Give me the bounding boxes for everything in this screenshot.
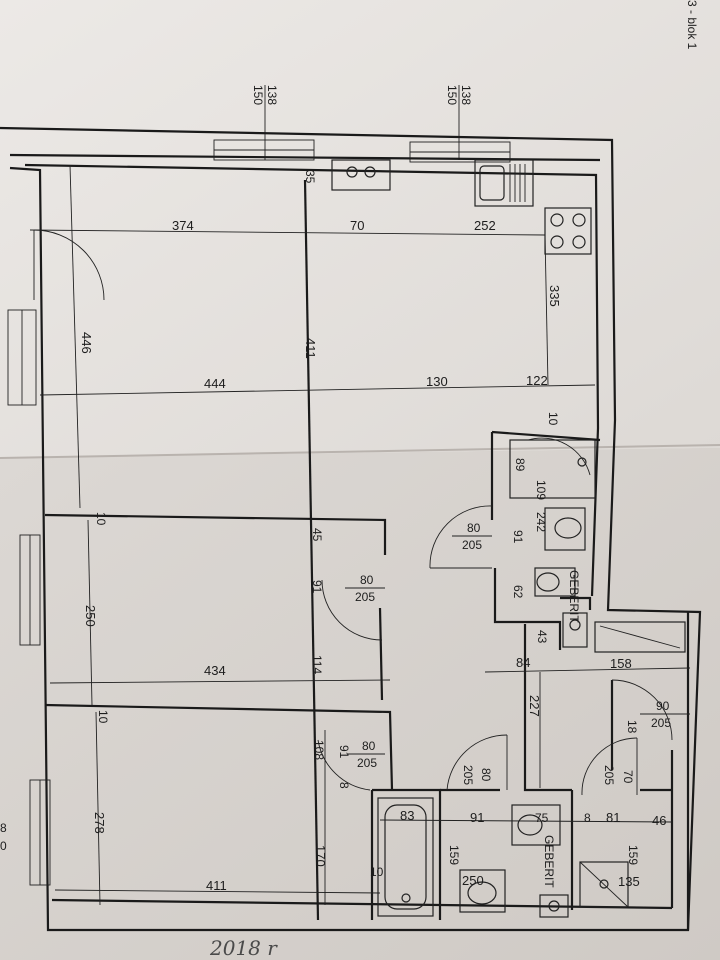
dim-122: 122 (526, 373, 548, 388)
boiler-unit (331, 159, 391, 191)
dim-135: 135 (618, 874, 640, 889)
dim-91-hall: 91 (511, 530, 525, 544)
small-fixture (562, 612, 588, 648)
window-left-1 (7, 309, 37, 406)
dim-252: 252 (474, 218, 496, 233)
interior-walls (44, 179, 672, 921)
dim-411-vertical: 411 (303, 338, 318, 359)
door-label-3: 80 205 (348, 739, 385, 770)
dim-130: 130 (426, 374, 448, 389)
paper-fold (0, 444, 720, 459)
dim-84: 84 (516, 655, 530, 670)
dim-8-bath: 8 (584, 811, 591, 825)
dim-35: 35 (303, 170, 317, 184)
dim-70-lower: 70 (621, 770, 635, 784)
dim-158: 158 (610, 656, 632, 671)
door-label-2: 80 205 (345, 573, 385, 604)
door-1-width: 80 (467, 521, 481, 535)
kitchen-sink (474, 159, 534, 207)
dim-250-left: 250 (83, 605, 98, 627)
door-5-height: 205 (602, 765, 616, 785)
geberit-label-upper: GEBERIT (567, 570, 581, 623)
door-label-1: 80 205 (452, 521, 492, 552)
dim-227: 227 (527, 695, 542, 717)
dim-242: 242 (534, 512, 548, 532)
dim-170: 170 (313, 845, 328, 867)
dim-374: 374 (172, 218, 194, 233)
dim-45: 45 (310, 528, 324, 542)
window-top-right (409, 141, 511, 163)
door-label-5: 205 80 (602, 765, 616, 785)
door-label-4: 80 205 (461, 765, 493, 785)
door-6-width: 90 (656, 699, 670, 713)
dim-159-bath: 159 (447, 845, 461, 865)
dim-62: 62 (511, 585, 525, 599)
dim-10-left: 10 (94, 512, 108, 526)
dim-446: 446 (79, 332, 94, 354)
dimension-lines (29, 164, 691, 906)
toilet-upper (534, 567, 576, 597)
dim-8-lower: 8 (337, 782, 351, 789)
geberit-label-lower: GEBERIT (542, 835, 556, 888)
handwritten-note: 2018 r (209, 936, 278, 960)
marker-2-bottom: 150 (445, 85, 459, 105)
washbasin-upper (544, 507, 586, 551)
door-1-height: 205 (462, 538, 482, 552)
dim-43: 43 (535, 630, 549, 644)
window-top-left (213, 139, 315, 161)
door-2-height: 205 (355, 590, 375, 604)
dim-91-lower: 91 (337, 745, 351, 759)
sheet-header: 3 - blok 1 (685, 0, 699, 50)
dim-91-mid: 91 (310, 580, 324, 594)
shower-lower (579, 861, 629, 908)
dim-335: 335 (547, 285, 562, 307)
bathtub (377, 797, 434, 917)
dim-89: 89 (513, 458, 527, 472)
marker-2-top: 138 (459, 85, 473, 105)
outer-walls (0, 126, 702, 932)
storage-unit (594, 621, 686, 653)
cooktop (544, 207, 592, 255)
window-left-2 (19, 534, 41, 646)
marker-1-top: 138 (265, 85, 279, 105)
paper-sheet-top (0, 0, 720, 458)
dim-108: 108 (312, 740, 326, 760)
dim-411-horizontal: 411 (206, 878, 227, 893)
door-label-6: 90 205 (640, 699, 690, 730)
door-3-width: 80 (362, 739, 376, 753)
dim-10-bath: 10 (370, 865, 384, 879)
dim-444: 444 (204, 376, 226, 391)
window-left-3 (29, 779, 51, 886)
washer-unit (539, 894, 569, 918)
dim-278: 278 (92, 812, 107, 834)
door-3-height: 205 (357, 756, 377, 770)
dim-91-bath: 91 (470, 810, 484, 825)
door-2-width: 80 (360, 573, 374, 587)
left-edge-0: 0 (0, 839, 7, 853)
door-4-height: 205 (461, 765, 475, 785)
dim-114: 114 (310, 655, 324, 674)
dim-109: 109 (534, 480, 548, 500)
door-swings (317, 437, 673, 796)
dim-81: 81 (606, 810, 620, 825)
dim-70: 70 (350, 218, 364, 233)
toilet-lower (511, 804, 561, 846)
door-6-height: 205 (651, 716, 671, 730)
dim-434: 434 (204, 663, 226, 678)
marker-1-bottom: 150 (251, 85, 265, 105)
dim-159-shower: 159 (626, 845, 640, 865)
shower-upper (509, 439, 596, 499)
dim-75: 75 (535, 811, 549, 825)
door-4-width: 80 (479, 768, 493, 782)
dim-83: 83 (400, 808, 414, 823)
dim-46: 46 (652, 813, 666, 828)
washbasin-lower (459, 869, 506, 913)
dim-10-lower-left: 10 (96, 710, 110, 724)
dim-18: 18 (625, 720, 639, 734)
dim-250-bath: 250 (462, 873, 484, 888)
dim-10-top: 10 (546, 412, 560, 426)
left-edge-8: 8 (0, 821, 7, 835)
